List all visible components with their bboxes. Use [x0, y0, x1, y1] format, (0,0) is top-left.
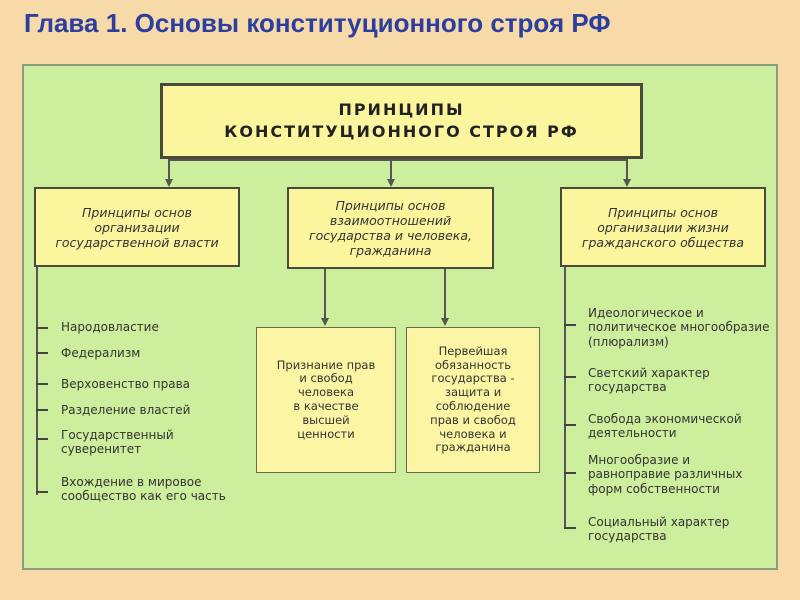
- category-box-state-citizen: Принципы основ взаимоотношений государст…: [287, 187, 494, 269]
- left-tick: [36, 352, 48, 354]
- left-tick: [36, 327, 48, 329]
- category-line: гражданского общества: [581, 234, 745, 250]
- category-box-civil-society: Принципы основ организации жизни граждан…: [560, 187, 766, 267]
- slide-title: Глава 1. Основы конституционного строя Р…: [24, 8, 611, 38]
- category-line: Принципы основ: [81, 204, 192, 220]
- left-tick: [36, 491, 48, 493]
- right-tick: [564, 376, 576, 378]
- connector-line: [626, 159, 628, 179]
- connector-line: [324, 269, 326, 319]
- connector-line: [168, 159, 170, 179]
- category-line: государства и человека,: [309, 228, 472, 243]
- right-item: Светский характер государства: [588, 366, 710, 395]
- category-box-state-power: Принципы основ организации государственн…: [34, 187, 240, 267]
- left-tick: [36, 438, 48, 440]
- connector-line: [168, 159, 628, 161]
- right-item: Идеологическое и политическое многообраз…: [588, 306, 770, 349]
- connector-line: [390, 159, 392, 179]
- arrow-down-icon: [387, 179, 395, 187]
- right-tick: [564, 472, 576, 474]
- category-line: гражданина: [349, 243, 432, 258]
- left-item: Государственный суверенитет: [61, 428, 174, 457]
- arrow-down-icon: [623, 179, 631, 187]
- category-line: государственной власти: [55, 234, 219, 250]
- right-item: Многообразие и равноправие различных фор…: [588, 453, 743, 496]
- category-line: Принципы основ: [335, 198, 446, 213]
- left-item: Верховенство права: [61, 377, 191, 391]
- main-box-line-1: ПРИНЦИПЫ: [338, 100, 465, 120]
- right-tick: [564, 324, 576, 326]
- right-item: Свобода экономической деятельности: [588, 412, 742, 441]
- left-item: Народовластие: [61, 320, 159, 334]
- right-tick: [564, 424, 576, 426]
- human-rights-box: Признание прав и свобод человека в качес…: [256, 327, 396, 473]
- category-line: организации жизни: [597, 219, 729, 235]
- arrow-down-icon: [321, 318, 329, 326]
- left-tick: [36, 409, 48, 411]
- right-bracket-line: [564, 267, 566, 529]
- connector-line: [444, 269, 446, 319]
- arrow-down-icon: [165, 179, 173, 187]
- left-bracket-line: [36, 267, 38, 495]
- main-box-line-2: КОНСТИТУЦИОННОГО СТРОЯ РФ: [224, 122, 579, 141]
- left-item: Вхождение в мировое сообщество как его ч…: [61, 475, 226, 504]
- left-item: Разделение властей: [61, 403, 191, 417]
- main-principles-box: ПРИНЦИПЫ КОНСТИТУЦИОННОГО СТРОЯ РФ: [160, 83, 643, 159]
- category-line: взаимоотношений: [329, 213, 452, 228]
- arrow-down-icon: [441, 318, 449, 326]
- left-item: Федерализм: [61, 346, 141, 360]
- state-duty-box: Первейшая обязанность государства - защи…: [406, 327, 540, 473]
- left-tick: [36, 383, 48, 385]
- category-line: организации: [94, 219, 180, 235]
- category-line: Принципы основ: [607, 204, 718, 220]
- right-item: Социальный характер государства: [588, 515, 730, 544]
- right-tick: [564, 527, 576, 529]
